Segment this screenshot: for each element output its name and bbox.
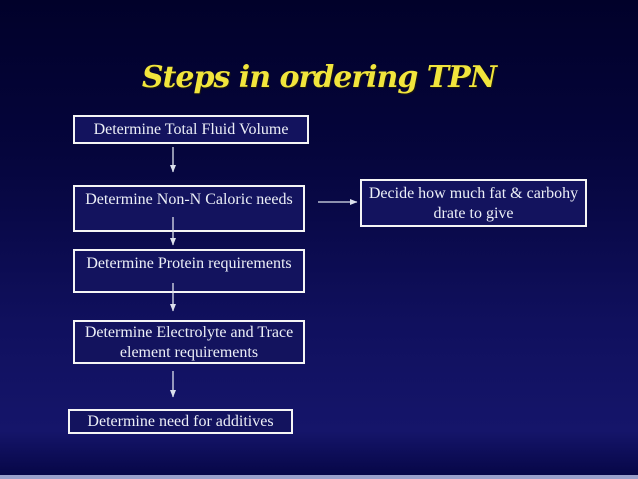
slide-title: Steps in ordering TPN [141,60,497,95]
step-label: Determine Protein requirements [86,255,292,272]
step-label: Determine need for additives [87,412,274,430]
side-box-label-line-2: drate to give [433,205,514,222]
step-label: Determine Total Fluid Volume [93,120,289,138]
step-box-non-n-caloric-needs: Determine Non-N Caloric needs [73,185,305,232]
step-box-protein-requirements: Determine Protein requirements [73,249,305,293]
step-label-line-1: Determine Electrolyte and Trace [84,324,294,341]
step-box-need-for-additives: Determine need for additives [68,409,293,434]
step-label: Determine Non-N Caloric needs [85,191,293,208]
side-box-fat-carbohydrate: Decide how much fat & carbohy drate to g… [360,179,587,227]
step-box-electrolyte-trace: Determine Electrolyte and Trace element … [73,320,305,364]
step-label-line-2: element requirements [119,344,259,361]
step-box-total-fluid-volume: Determine Total Fluid Volume [73,115,309,144]
slide-bottom-edge-strip [0,475,638,479]
side-box-label-line-1: Decide how much fat & carbohy [368,185,579,202]
